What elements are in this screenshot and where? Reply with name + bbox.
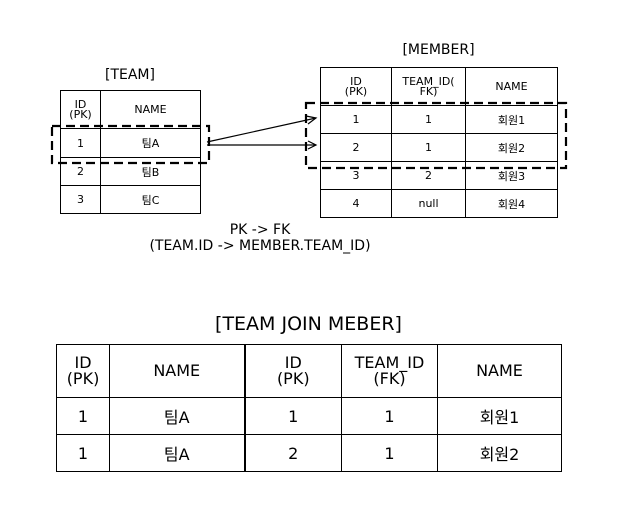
table-row: 2 1 회원2	[320, 133, 558, 162]
team-name-cell: 팀C	[100, 185, 201, 214]
relation-formula: PK -> FK (TEAM.ID -> MEMBER.TEAM_ID)	[110, 222, 410, 254]
team-name-header: NAME	[100, 90, 201, 129]
team-id-cell: 3	[60, 185, 101, 214]
join-member-name-header: NAME	[437, 344, 562, 398]
team-id-cell: 1	[60, 128, 101, 158]
join-team-id-header: ID(PK)	[56, 344, 110, 398]
member-table-title: [MEMBER]	[402, 42, 475, 58]
table-row: 1 팀A 2 1 회원2	[56, 434, 562, 472]
member-name-cell: 회원1	[465, 105, 558, 134]
relation-line-2: (TEAM.ID -> MEMBER.TEAM_ID)	[149, 238, 371, 254]
member-id-cell: 3	[320, 161, 392, 190]
table-row: 4 null 회원4	[320, 189, 558, 218]
member-name-cell: 회원4	[465, 189, 558, 218]
join-table: ID(PK) NAME ID(PK) TEAM_ID(FK) NAME 1 팀A…	[56, 344, 562, 472]
arrowhead-icon	[307, 140, 318, 150]
member-name-header: NAME	[465, 67, 558, 106]
join-member-id-cell: 2	[243, 434, 342, 472]
member-id-cell: 2	[320, 133, 392, 162]
join-team-id-cell: 1	[56, 397, 110, 435]
join-team-name-header: NAME	[109, 344, 245, 398]
relation-line-1: PK -> FK	[229, 222, 291, 238]
table-row: 1 1 회원1	[320, 105, 558, 134]
join-team-name-cell: 팀A	[109, 397, 245, 435]
team-name-cell: 팀B	[100, 157, 201, 186]
join-member-team-id-cell: 1	[341, 434, 438, 472]
member-team-id-cell: 1	[391, 133, 466, 162]
table-row: 3 2 회원3	[320, 161, 558, 190]
member-table: ID(PK) TEAM_ID(FK) NAME 1 1 회원1 2 1 회원2 …	[320, 67, 558, 218]
table-row: 3 팀C	[60, 185, 201, 214]
member-team-id-cell: null	[391, 189, 466, 218]
join-member-name-cell: 회원2	[437, 434, 562, 472]
table-row: 1 팀A 1 1 회원1	[56, 397, 562, 435]
arrowhead-icon	[305, 115, 318, 125]
join-table-title: [TEAM JOIN MEBER]	[215, 313, 402, 335]
member-rows-highlight	[304, 101, 568, 170]
team-name-cell: 팀A	[100, 128, 201, 158]
member-name-cell: 회원2	[465, 133, 558, 162]
member-id-cell: 4	[320, 189, 392, 218]
team-table-title: [TEAM]	[105, 67, 155, 83]
join-member-id-cell: 1	[243, 397, 342, 435]
join-member-team-id-header: TEAM_ID(FK)	[341, 344, 438, 398]
join-member-name-cell: 회원1	[437, 397, 562, 435]
join-team-id-cell: 1	[56, 434, 110, 472]
team-id-header: ID(PK)	[60, 90, 101, 129]
table-row: 1 팀A	[60, 128, 201, 158]
join-member-id-header: ID(PK)	[243, 344, 342, 398]
arrow-to-member-1	[206, 117, 317, 143]
member-team-id-cell: 2	[391, 161, 466, 190]
join-team-name-cell: 팀A	[109, 434, 245, 472]
team-table: ID(PK) NAME 1 팀A 2 팀B 3 팀C	[60, 90, 201, 214]
team-row-highlight	[50, 124, 211, 165]
join-member-team-id-cell: 1	[341, 397, 438, 435]
